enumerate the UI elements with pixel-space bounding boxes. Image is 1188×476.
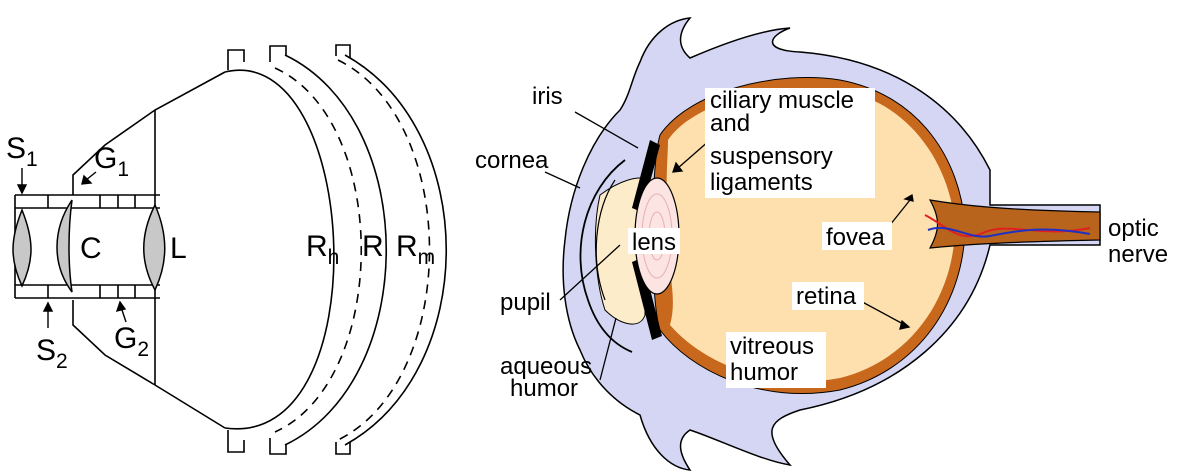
label-s1: S1 [6,132,38,171]
label-rh: Rh [306,230,339,269]
housing-top-outline [73,72,225,195]
label-aqueous: aqueous humor [500,353,599,402]
label-l: L [170,232,187,265]
lens-c [57,200,72,292]
label-lens: lens [632,229,676,256]
lens-l [144,205,165,290]
notch-bottom-1 [228,430,244,452]
label-r: R [362,230,384,263]
label-rm: Rm [396,230,435,269]
label-c: C [80,232,102,265]
label-iris: iris [532,83,563,110]
notch-top-1 [228,50,244,70]
label-cornea: cornea [475,147,549,174]
label-s2: S2 [36,334,68,373]
label-pupil: pupil [500,289,551,316]
camera-arrows [18,168,126,328]
label-g1: G1 [94,142,129,181]
label-g2: G2 [114,322,149,361]
housing-bottom-outline [73,300,225,428]
label-optic-nerve: optic nerve [1108,215,1168,268]
notch-top-2 [270,46,286,62]
label-retina: retina [796,283,857,310]
label-fovea: fovea [826,224,885,251]
notch-bottom-2 [270,438,286,454]
